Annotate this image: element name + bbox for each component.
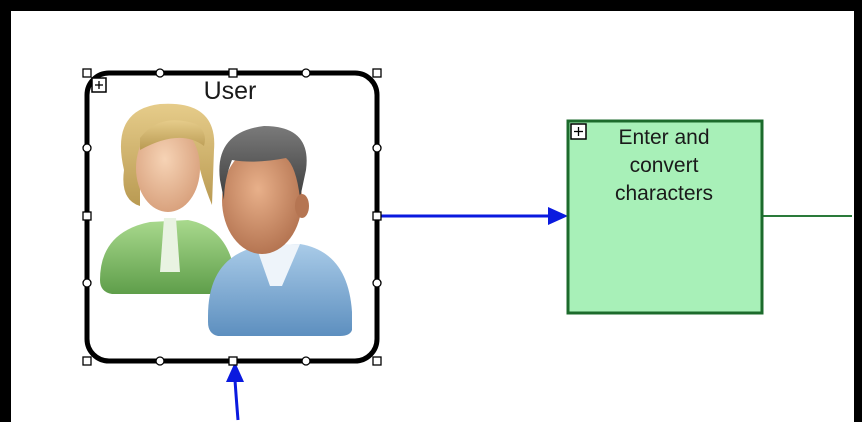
process-label-line: characters	[614, 182, 714, 205]
resize-handle[interactable]	[372, 356, 382, 366]
process-node[interactable]	[566, 119, 764, 315]
flow-arrow-user-to-process[interactable]	[378, 207, 568, 225]
resize-handle[interactable]	[372, 68, 382, 78]
process-label-line: Enter and	[618, 126, 710, 149]
connection-point[interactable]	[372, 143, 382, 153]
connection-point[interactable]	[82, 143, 92, 153]
connection-point[interactable]	[301, 68, 311, 78]
users-icon	[100, 103, 352, 336]
user-actor-label: User	[203, 77, 257, 105]
resize-handle[interactable]	[228, 68, 238, 78]
user-actor-node[interactable]	[82, 68, 382, 366]
process-label-line: convert	[629, 154, 699, 177]
resize-handle[interactable]	[82, 356, 92, 366]
resize-handle[interactable]	[372, 211, 382, 221]
expand-icon[interactable]	[91, 77, 107, 93]
resize-handle[interactable]	[82, 211, 92, 221]
connection-point[interactable]	[155, 68, 165, 78]
connection-point[interactable]	[301, 356, 311, 366]
process-label: Enter and convert characters	[584, 124, 744, 208]
flow-arrow-incoming-to-user[interactable]	[226, 362, 244, 421]
connection-point[interactable]	[155, 356, 165, 366]
resize-handle[interactable]	[228, 356, 238, 366]
expand-icon[interactable]	[570, 123, 587, 140]
connection-point[interactable]	[82, 278, 92, 288]
selection-handles[interactable]	[82, 68, 382, 366]
resize-handle[interactable]	[82, 68, 92, 78]
connection-point[interactable]	[372, 278, 382, 288]
